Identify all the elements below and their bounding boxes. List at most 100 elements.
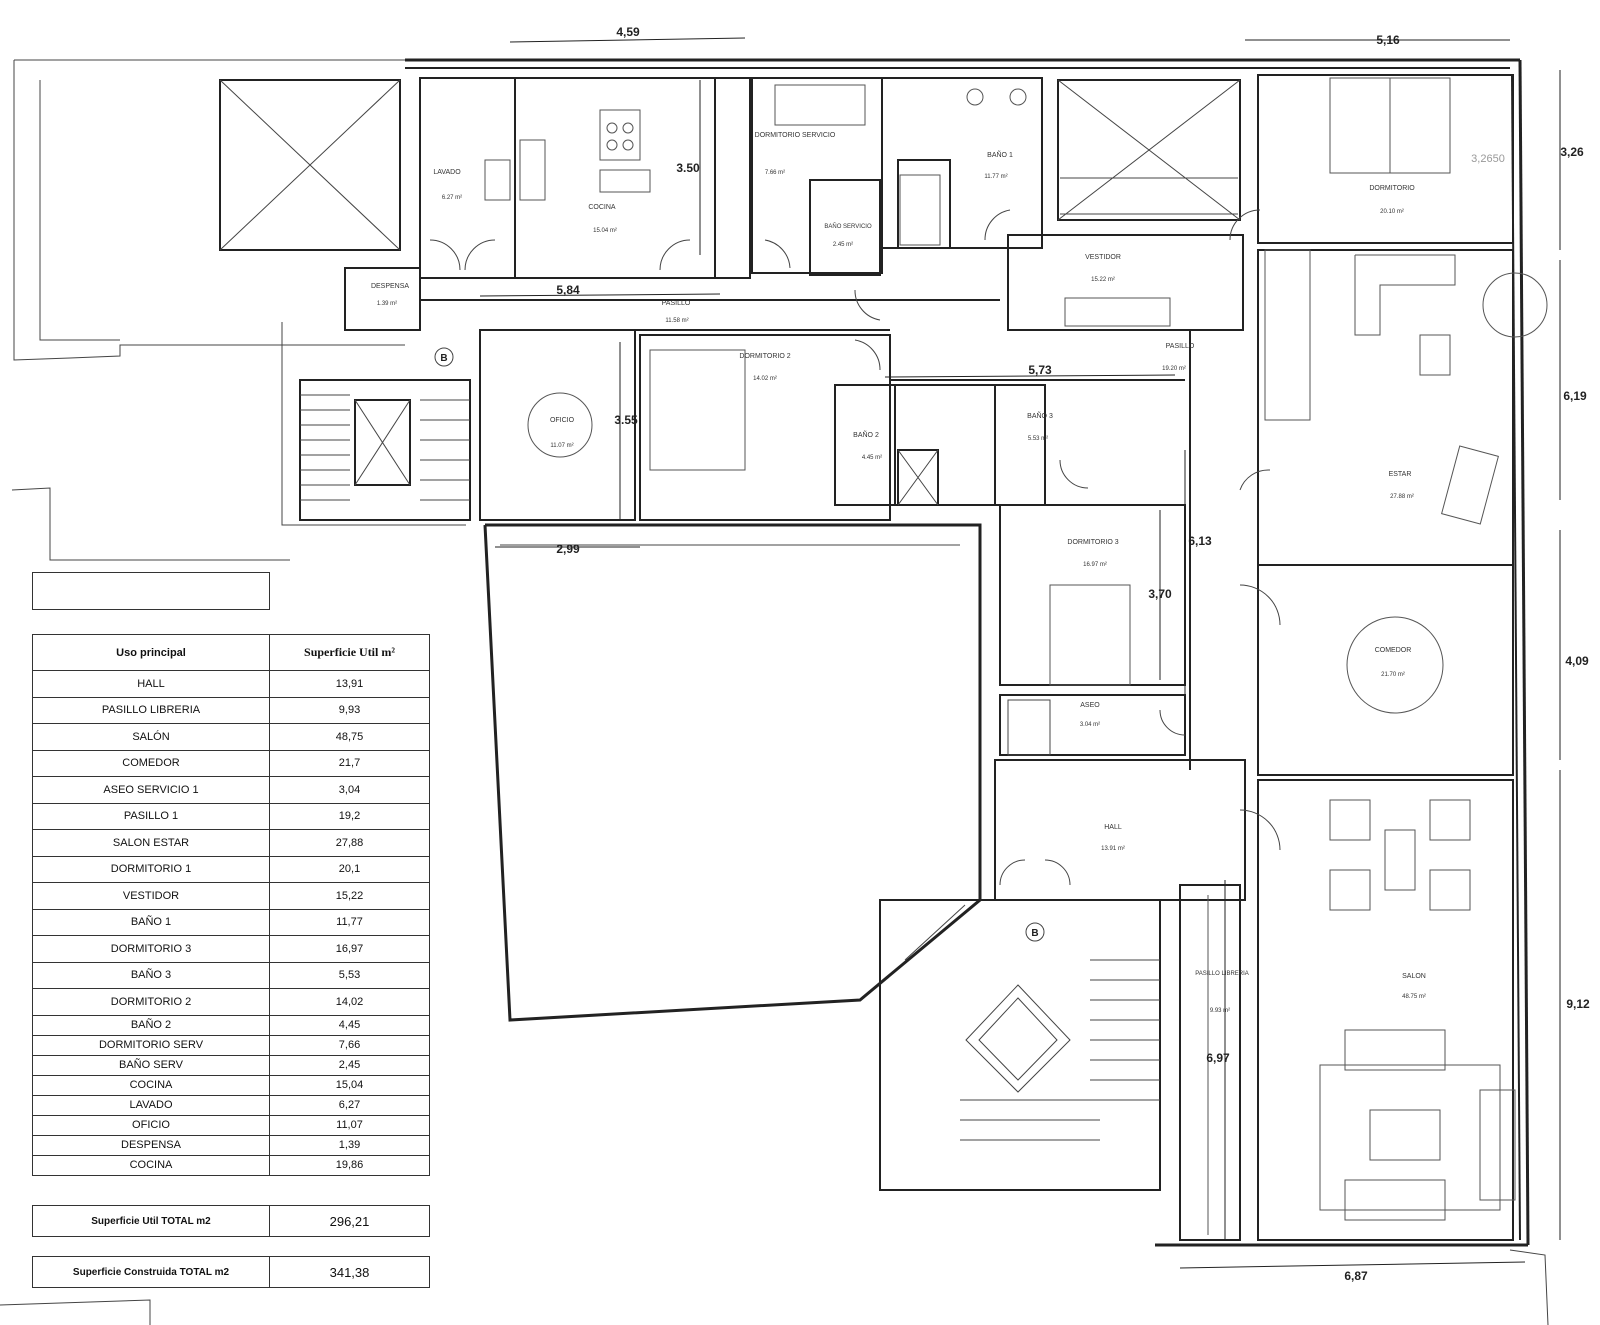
staircase-right: [879, 899, 1161, 1191]
room-bano-servicio-area: 2.45 m²: [833, 242, 853, 248]
room-pasillo-area: 11.58 m²: [665, 318, 688, 324]
table-cell-uso: DORMITORIO 3: [32, 935, 270, 963]
table-cell-superficie: 15,22: [269, 882, 430, 910]
dim-6-97: 6,97: [1206, 1051, 1230, 1065]
dim-9-12: 9,12: [1566, 997, 1590, 1011]
dim-4-59: 4,59: [616, 25, 640, 39]
table-cell-uso: BAÑO 2: [32, 1014, 270, 1036]
table-cell-superficie: 2,45: [269, 1054, 430, 1076]
total-util-value: 296,21: [329, 1213, 370, 1229]
room-dormitorio3-name: DORMITORIO 3: [1067, 539, 1118, 546]
table-cell-superficie: 19,2: [269, 802, 430, 830]
room-pasillo-name: PASILLO: [662, 300, 691, 307]
total-util-row: Superficie Util TOTAL m2 296,21: [32, 1205, 430, 1237]
table-cell-uso: COMEDOR: [32, 749, 270, 777]
room-dormitorio2-name: DORMITORIO 2: [739, 353, 790, 360]
header-uso-principal: Uso principal: [32, 634, 270, 671]
dim-3-2650: 3,2650: [1471, 153, 1505, 165]
dim-3-55: 3.55: [614, 413, 638, 427]
room-dormitorio-name: DORMITORIO: [1369, 185, 1415, 192]
room-lavado-name: LAVADO: [433, 169, 461, 176]
room-hall-area: 13.91 m²: [1101, 846, 1125, 852]
table-cell-superficie: 1,39: [269, 1134, 430, 1156]
room-despensa-area: 1.39 m²: [377, 301, 397, 307]
table-cell-uso: ASEO SERVICIO 1: [32, 776, 270, 804]
table-cell-uso: SALON ESTAR: [32, 829, 270, 857]
staircase-left: [299, 347, 471, 521]
room-bano2-name: BAÑO 2: [853, 430, 879, 439]
dim-2-99: 2,99: [556, 542, 580, 556]
room-aseo-area: 3.04 m²: [1080, 722, 1100, 728]
room-bano-servicio-name: BAÑO SERVICIO: [824, 223, 872, 230]
table-cell-uso: SALÓN: [32, 723, 270, 751]
room-walls-middle: [479, 249, 1514, 1241]
dim-5-73: 5,73: [1028, 363, 1052, 377]
dim-3-50: 3.50: [676, 161, 700, 175]
table-cell-uso: VESTIDOR: [32, 882, 270, 910]
table-cell-superficie: 3,04: [269, 776, 430, 804]
room-cocina-name: COCINA: [588, 204, 616, 211]
room-lavado-area: 6.27 m²: [442, 195, 462, 201]
room-bano2-area: 4.45 m²: [862, 455, 882, 461]
table-cell-uso: PASILLO LIBRERIA: [32, 696, 270, 724]
room-bano3-name: BAÑO 3: [1027, 411, 1053, 420]
table-cell-uso: LAVADO: [32, 1094, 270, 1116]
room-comedor-name: COMEDOR: [1375, 647, 1412, 654]
table-cell-superficie: 14,02: [269, 988, 430, 1016]
room-dormitorio2-area: 14.02 m²: [753, 376, 777, 382]
table-cell-uso: DORMITORIO 2: [32, 988, 270, 1016]
table-cell-superficie: 48,75: [269, 723, 430, 751]
table-cell-uso: DESPENSA: [32, 1134, 270, 1156]
table-cell-uso: HALL: [32, 670, 270, 698]
table-cell-uso: DORMITORIO SERV: [32, 1034, 270, 1056]
light-well-left: [219, 79, 401, 251]
stair-label-bottom: B: [1031, 928, 1038, 939]
room-comedor-area: 21.70 m²: [1381, 672, 1405, 678]
table-cell-uso: BAÑO SERV: [32, 1054, 270, 1076]
room-salon-name: SALON: [1402, 973, 1426, 980]
room-pasillo2-area: 19.20 m²: [1162, 366, 1186, 372]
blank-title-box: [32, 572, 270, 610]
table-cell-superficie: 16,97: [269, 935, 430, 963]
room-estar-name: ESTAR: [1389, 471, 1412, 478]
room-bano1-name: BAÑO 1: [987, 150, 1013, 159]
table-cell-superficie: 20,1: [269, 855, 430, 883]
room-dorm-servicio-name: DORMITORIO SERVICIO: [755, 132, 836, 139]
table-cell-superficie: 5,53: [269, 961, 430, 989]
room-pasillo-libreria-name: PASILLO LIBRERIA: [1195, 971, 1249, 977]
table-cell-superficie: 21,7: [269, 749, 430, 777]
room-bano3-area: 5.53 m²: [1028, 436, 1048, 442]
total-util-label: Superficie Util TOTAL m2: [33, 1206, 270, 1236]
exterior-walls: [0, 58, 1549, 1325]
table-cell-superficie: 11,77: [269, 908, 430, 936]
dim-6-87: 6,87: [1344, 1269, 1368, 1283]
room-oficio-name: OFICIO: [550, 417, 575, 424]
room-hall-name: HALL: [1104, 824, 1122, 831]
dim-6-13: 6,13: [1188, 534, 1212, 548]
room-vestidor-name: VESTIDOR: [1085, 254, 1121, 261]
room-salon-area: 48.75 m²: [1402, 994, 1426, 1000]
table-cell-superficie: 15,04: [269, 1074, 430, 1096]
light-well-stair: [354, 399, 411, 486]
total-construida-label: Superficie Construida TOTAL m2: [33, 1257, 270, 1287]
dim-5-16: 5,16: [1376, 33, 1400, 47]
room-dormitorio3-area: 16.97 m²: [1083, 562, 1107, 568]
table-cell-uso: COCINA: [32, 1154, 270, 1176]
